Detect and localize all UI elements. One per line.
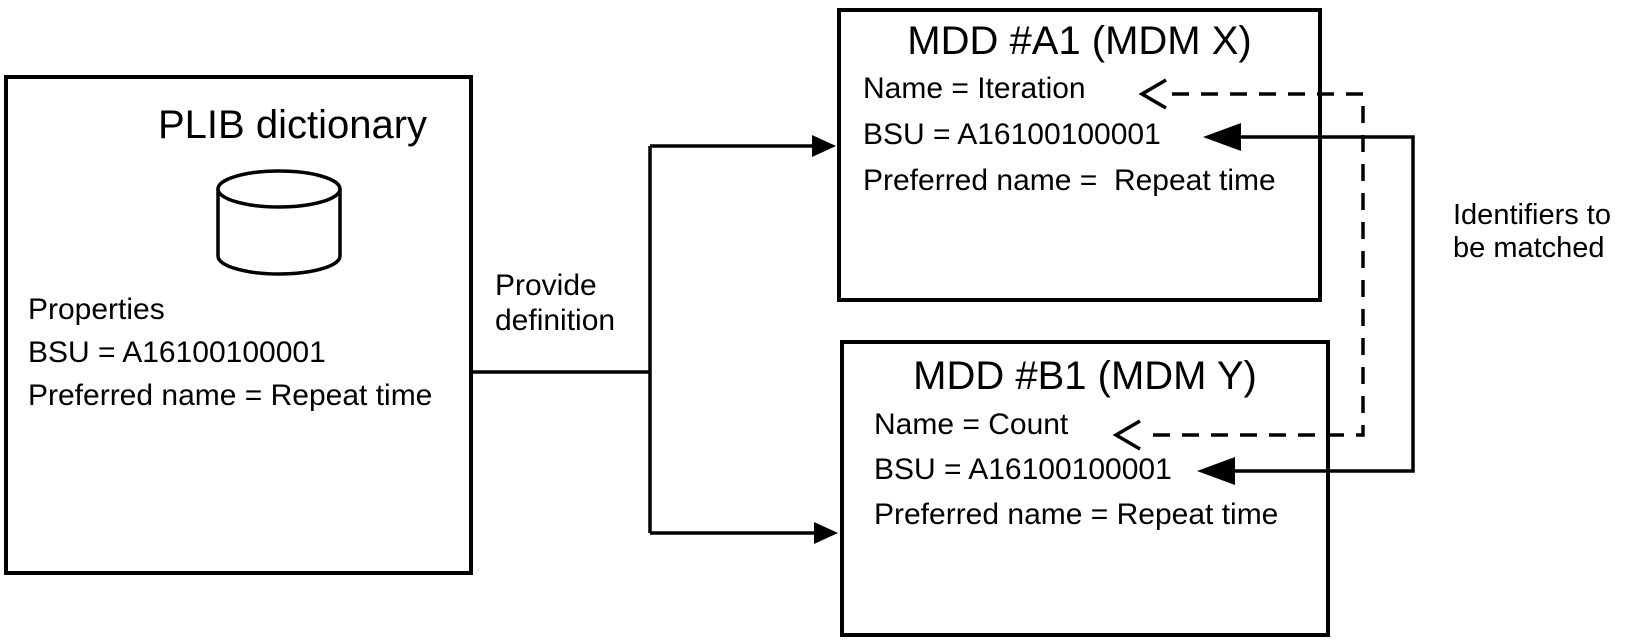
plib-line-bsu: BSU = A16100100001: [28, 336, 326, 369]
mdd-a1-line-bsu: BSU = A16100100001: [863, 118, 1161, 151]
mdd-a1-line-preferred-name: Preferred name = Repeat time: [863, 164, 1276, 197]
mdd-b1-title: MDD #B1 (MDM Y): [913, 354, 1257, 398]
mdd-a1-title: MDD #A1 (MDM X): [907, 19, 1252, 63]
mdd-b1-line-preferred-name: Preferred name = Repeat time: [874, 498, 1279, 531]
provide-definition-arrow-to-b1: [650, 522, 838, 544]
provide-definition-label: Provide definition: [495, 269, 616, 337]
provide-definition-arrow-to-a1: [650, 135, 836, 157]
plib-line-preferred-name: Preferred name = Repeat time: [28, 379, 433, 412]
plib-dictionary-box: PLIB dictionary Properties BSU = A161001…: [4, 75, 473, 575]
plib-dictionary-title: PLIB dictionary: [158, 103, 428, 147]
mdd-a1-attributes-block: Name = Iteration BSU = A16100100001 Pref…: [863, 66, 1276, 204]
mdd-b1-line-name: Name = Count: [874, 408, 1069, 441]
mdd-a1-box: MDD #A1 (MDM X) Name = Iteration BSU = A…: [837, 8, 1322, 302]
mdd-a1-line-name: Name = Iteration: [863, 72, 1086, 105]
mdd-b1-line-bsu: BSU = A16100100001: [874, 453, 1172, 486]
database-cylinder-icon: [216, 169, 342, 276]
identifiers-to-be-matched-label: Identifiers to be matched: [1453, 199, 1611, 264]
plib-properties-block: Properties BSU = A16100100001 Preferred …: [28, 288, 432, 417]
mdd-b1-box: MDD #B1 (MDM Y) Name = Count BSU = A1610…: [840, 340, 1330, 637]
mdd-b1-attributes-block: Name = Count BSU = A16100100001 Preferre…: [874, 402, 1278, 537]
plib-line-properties: Properties: [28, 293, 165, 326]
provide-definition-trunk-line: [471, 146, 652, 533]
